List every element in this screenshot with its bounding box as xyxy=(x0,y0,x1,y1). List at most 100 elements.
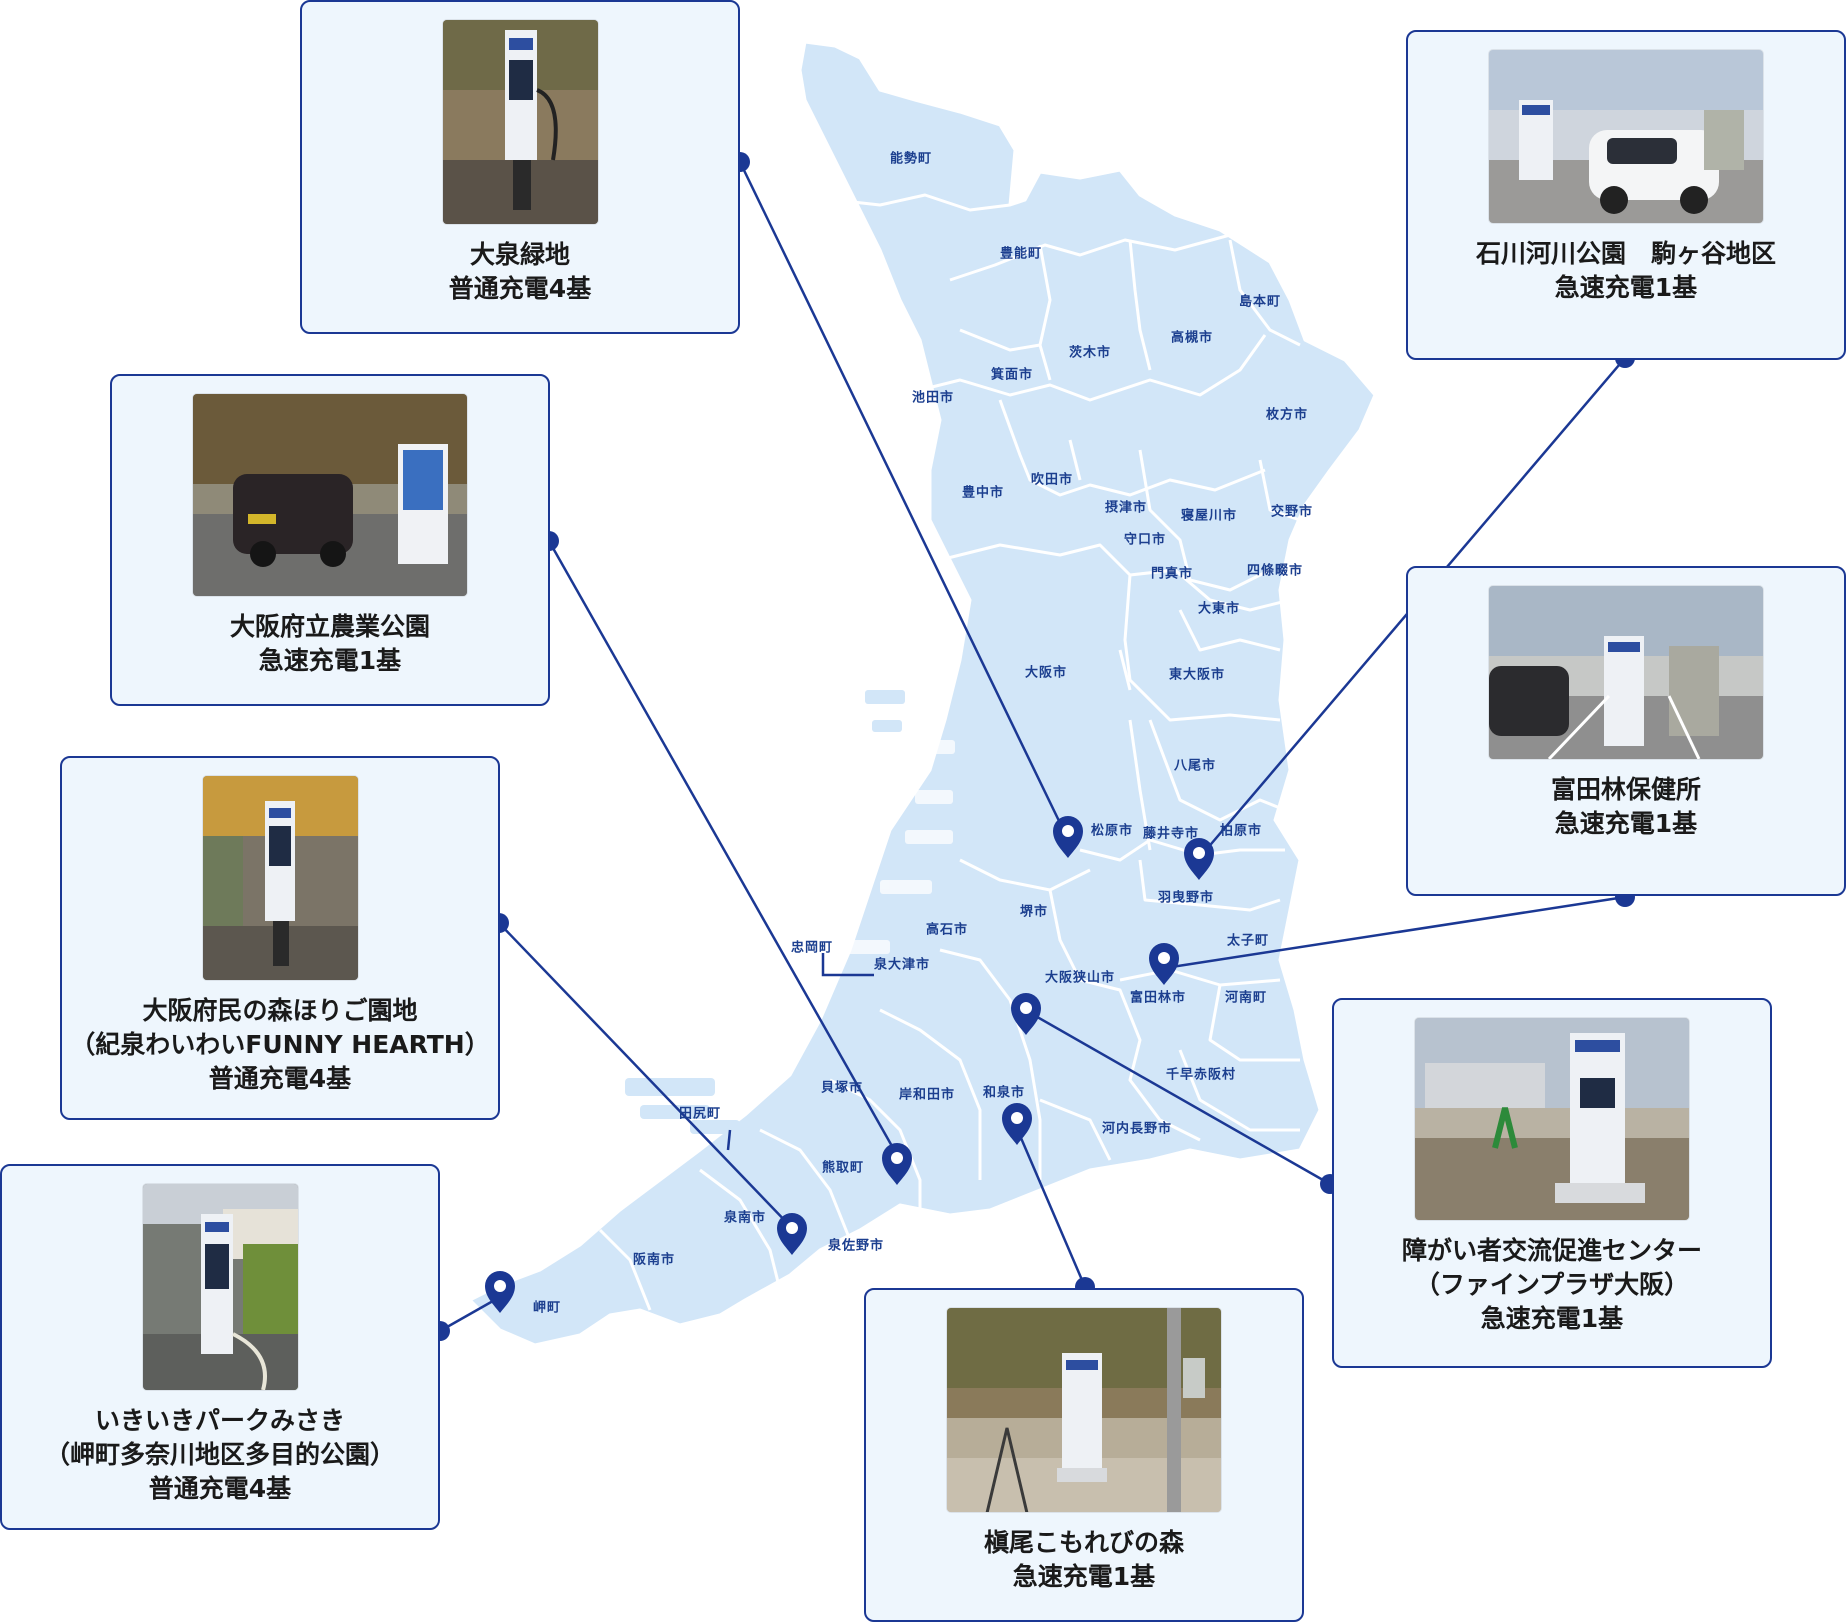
map-pin-icon xyxy=(485,1271,515,1313)
municipality-label: 八尾市 xyxy=(1173,758,1217,774)
municipality-label: 河内長野市 xyxy=(1101,1121,1173,1137)
municipality-label: 摂津市 xyxy=(1104,500,1148,516)
municipality-label: 藤井寺市 xyxy=(1142,826,1200,842)
coastal-islands xyxy=(625,690,905,1134)
facility-name: いきいきパークみさき xyxy=(94,1406,345,1435)
facility-caption: 大泉緑地 普通充電4基 xyxy=(449,238,591,306)
municipality-label: 守口市 xyxy=(1123,532,1167,548)
charger-info: 急速充電1基 xyxy=(1012,1562,1156,1591)
municipality-label: 忠岡町 xyxy=(790,940,834,956)
municipality-label: 大東市 xyxy=(1197,601,1241,617)
municipality-label: 東大阪市 xyxy=(1168,667,1226,683)
charger-info: 普通充電4基 xyxy=(448,274,592,303)
map-pin-icon xyxy=(1053,816,1083,858)
map-pins xyxy=(485,816,1214,1313)
municipality-label: 貝塚市 xyxy=(820,1080,864,1096)
municipality-label: 阪南市 xyxy=(632,1252,676,1268)
facility-card-nogyo-koen[interactable]: 大阪府立農業公園 急速充電1基 xyxy=(110,374,550,706)
charger-info: 急速充電1基 xyxy=(1554,809,1698,838)
municipality-label: 豊能町 xyxy=(999,246,1043,262)
facility-card-ishikawa-kasen[interactable]: 石川河川公園 駒ヶ谷地区 急速充電1基 xyxy=(1406,30,1846,360)
map-pin-icon xyxy=(777,1213,807,1255)
ev-charger-photo xyxy=(142,1184,298,1390)
map-pin-icon xyxy=(882,1143,912,1185)
municipality-label: 大阪狭山市 xyxy=(1044,970,1116,986)
municipality-label: 岸和田市 xyxy=(898,1087,956,1103)
facility-subname: （ファインプラザ大阪） xyxy=(1414,1270,1690,1299)
municipal-borders xyxy=(598,193,1301,1311)
municipality-label: 堺市 xyxy=(1019,904,1049,920)
municipality-label: 富田林市 xyxy=(1129,990,1187,1006)
ev-charger-photo xyxy=(1415,1018,1689,1220)
municipality-label: 枚方市 xyxy=(1265,407,1309,423)
facility-card-fumin-no-mori[interactable]: 大阪府民の森ほりご園地 （紀泉わいわいFUNNY HEARTH） 普通充電4基 xyxy=(60,756,500,1120)
facility-card-makio-komorebi[interactable]: 槇尾こもれびの森 急速充電1基 xyxy=(864,1288,1304,1622)
facility-caption: 富田林保健所 急速充電1基 xyxy=(1551,773,1701,841)
municipality-label: 松原市 xyxy=(1090,823,1134,839)
facility-name: 槇尾こもれびの森 xyxy=(983,1528,1184,1557)
municipality-label: 高槻市 xyxy=(1170,330,1214,346)
municipality-label: 島本町 xyxy=(1238,294,1282,310)
map-pin-icon xyxy=(1002,1103,1032,1145)
municipality-label: 豊中市 xyxy=(961,485,1005,501)
municipality-label: 田尻町 xyxy=(678,1106,722,1122)
ev-charger-photo xyxy=(442,20,598,224)
municipality-label: 泉佐野市 xyxy=(827,1238,885,1254)
ev-car-charging-photo xyxy=(1489,586,1763,759)
facility-subname: （紀泉わいわいFUNNY HEARTH） xyxy=(70,1030,490,1059)
facility-card-ikiiki-park[interactable]: いきいきパークみさき （岬町多奈川地区多目的公園） 普通充電4基 xyxy=(0,1164,440,1530)
facility-caption: いきいきパークみさき （岬町多奈川地区多目的公園） 普通充電4基 xyxy=(45,1404,395,1506)
municipality-label: 門真市 xyxy=(1150,566,1194,582)
municipality-label: 岬町 xyxy=(532,1300,562,1316)
facility-name: 大阪府民の森ほりご園地 xyxy=(142,996,418,1025)
facility-name: 富田林保健所 xyxy=(1550,775,1701,804)
municipality-label: 柏原市 xyxy=(1219,823,1263,839)
charger-info: 急速充電1基 xyxy=(1554,273,1698,302)
facility-card-oizumi-ryokuchi[interactable]: 大泉緑地 普通充電4基 xyxy=(300,0,740,334)
facility-name: 障がい者交流促進センター xyxy=(1401,1236,1702,1265)
map-pin-icon xyxy=(1011,993,1041,1035)
municipality-label: 茨木市 xyxy=(1068,345,1112,361)
facility-card-tondabayashi-hokenjo[interactable]: 富田林保健所 急速充電1基 xyxy=(1406,566,1846,896)
municipality-label: 和泉市 xyxy=(982,1085,1026,1101)
facility-caption: 槇尾こもれびの森 急速充電1基 xyxy=(984,1526,1184,1594)
municipality-label: 能勢町 xyxy=(889,151,933,167)
municipality-label: 高石市 xyxy=(925,922,969,938)
municipality-label: 泉大津市 xyxy=(873,957,931,973)
charger-info: 普通充電4基 xyxy=(208,1064,352,1093)
municipality-label: 寝屋川市 xyxy=(1180,508,1238,524)
facility-name: 大泉緑地 xyxy=(469,240,570,269)
charger-info: 普通充電4基 xyxy=(148,1474,292,1503)
facility-caption: 障がい者交流促進センター （ファインプラザ大阪） 急速充電1基 xyxy=(1402,1234,1702,1336)
municipality-label: 太子町 xyxy=(1226,933,1270,949)
ev-charger-photo xyxy=(202,776,358,980)
map-pin-icon xyxy=(1149,943,1179,985)
facility-name: 石川河川公園 駒ヶ谷地区 xyxy=(1475,239,1776,268)
municipality-label: 箕面市 xyxy=(990,367,1034,383)
facility-name: 大阪府立農業公園 xyxy=(229,612,430,641)
facility-caption: 大阪府民の森ほりご園地 （紀泉わいわいFUNNY HEARTH） 普通充電4基 xyxy=(70,994,489,1096)
facility-subname: （岬町多奈川地区多目的公園） xyxy=(44,1440,395,1469)
facility-card-fine-plaza[interactable]: 障がい者交流促進センター （ファインプラザ大阪） 急速充電1基 xyxy=(1332,998,1772,1368)
municipality-label: 千早赤阪村 xyxy=(1165,1067,1237,1083)
ev-car-charging-photo xyxy=(1489,50,1763,223)
municipality-label: 泉南市 xyxy=(723,1210,767,1226)
charger-info: 急速充電1基 xyxy=(258,646,402,675)
municipality-label: 大阪市 xyxy=(1024,665,1068,681)
municipality-label: 吹田市 xyxy=(1030,472,1074,488)
municipality-label: 四條畷市 xyxy=(1246,563,1304,579)
facility-caption: 大阪府立農業公園 急速充電1基 xyxy=(230,610,430,678)
municipality-label: 熊取町 xyxy=(821,1160,865,1176)
municipality-label: 羽曳野市 xyxy=(1157,890,1215,906)
municipality-label: 池田市 xyxy=(911,390,955,406)
map-pin-icon xyxy=(1184,838,1214,880)
ev-car-charging-photo xyxy=(193,394,467,596)
coastline-watermark xyxy=(700,660,955,1069)
ev-charger-photo xyxy=(947,1308,1221,1512)
municipality-label: 交野市 xyxy=(1270,504,1314,520)
municipality-label: 河南町 xyxy=(1224,990,1268,1006)
charger-info: 急速充電1基 xyxy=(1480,1304,1624,1333)
facility-caption: 石川河川公園 駒ヶ谷地区 急速充電1基 xyxy=(1476,237,1776,305)
